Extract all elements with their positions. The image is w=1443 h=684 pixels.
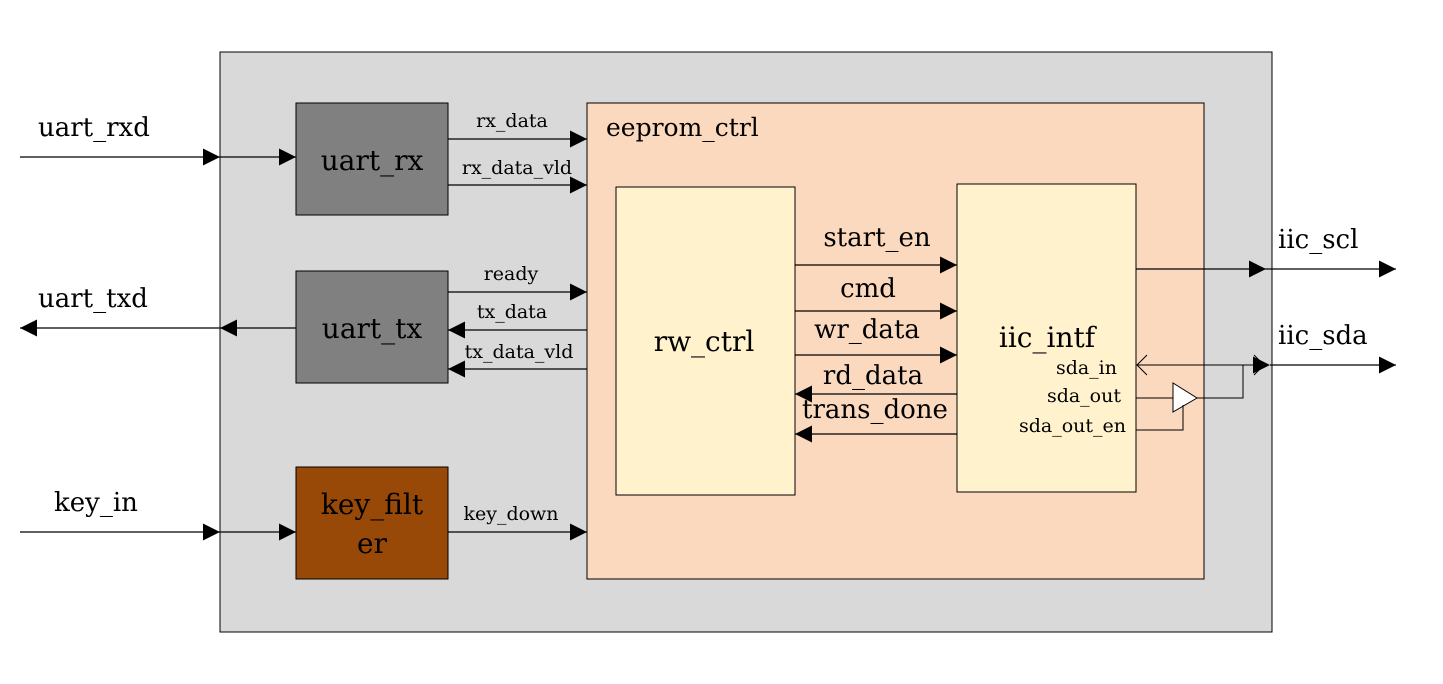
ready-label: ready	[484, 263, 539, 285]
start-en-label: start_en	[823, 223, 931, 253]
rd-data-label: rd_data	[823, 361, 923, 391]
rw-ctrl-block	[615, 186, 796, 496]
tristate-buffer	[1136, 365, 1244, 431]
cmd-label: cmd	[840, 274, 896, 304]
key-filter-block	[295, 466, 449, 580]
key-in-label: key_in	[54, 488, 138, 518]
iic-intf-label: iic_intf	[999, 321, 1098, 354]
eeprom-ctrl-label: eeprom_ctrl	[606, 113, 759, 142]
key-filter-label-line2: er	[357, 527, 388, 560]
uart-txd-label: uart_txd	[38, 284, 148, 314]
uart-rx-block	[295, 102, 449, 216]
iic-scl-label: iic_scl	[1278, 225, 1358, 255]
sda-out-label: sda_out	[1047, 385, 1121, 407]
tx-data-label: tx_data	[477, 301, 547, 323]
trans-done-label: trans_done	[802, 395, 948, 425]
uart-tx-block	[295, 270, 449, 384]
uart-rx-label: uart_rx	[321, 144, 424, 177]
sda-in-label: sda_in	[1056, 357, 1117, 379]
iic-intf-block	[956, 183, 1137, 493]
rw-ctrl-label: rw_ctrl	[654, 325, 755, 358]
wr-data-label: wr_data	[814, 315, 920, 345]
key-filter-label-line1: key_filt	[321, 488, 424, 521]
key-down-label: key_down	[463, 503, 558, 525]
iic-sda-label: iic_sda	[1278, 321, 1368, 351]
uart-rxd-label: uart_rxd	[38, 113, 150, 143]
rx-data-label: rx_data	[476, 110, 548, 132]
sda-out-en-label: sda_out_en	[1019, 415, 1126, 437]
tx-data-vld-label: tx_data_vld	[465, 341, 574, 363]
rx-data-vld-label: rx_data_vld	[462, 157, 572, 179]
uart-tx-label: uart_tx	[322, 312, 423, 345]
